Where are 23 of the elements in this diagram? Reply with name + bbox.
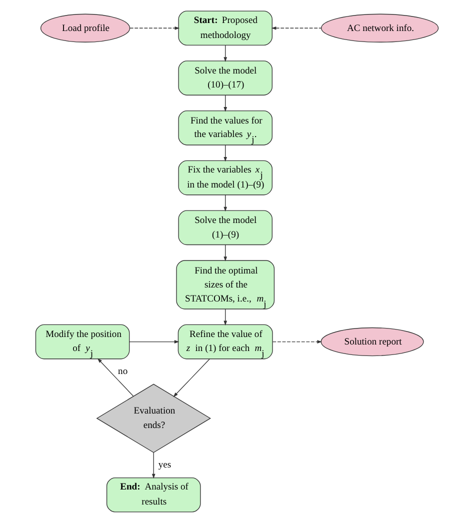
node-box: Solve the model (1)–(9): [178, 210, 273, 246]
node-box: Start: Proposed methodology: [178, 10, 273, 46]
arrow: [97, 358, 134, 396]
arrow: [224, 44, 228, 62]
arrow: [129, 340, 180, 344]
arrow: [224, 94, 228, 112]
node-ellipse: Load profile: [40, 14, 130, 42]
arrow: [130, 26, 180, 30]
node-ellipse: AC network info.: [320, 14, 439, 42]
arrow: [272, 340, 322, 344]
edge-label: no: [118, 366, 128, 378]
node-box: Solve the model (10)–(17): [178, 60, 273, 96]
arrow: [224, 244, 228, 262]
node-box: End: Analysis of results: [106, 477, 201, 512]
arrow: [173, 358, 210, 398]
node-ellipse: Solution report: [320, 327, 424, 356]
arrow: [224, 308, 228, 326]
arrow: [224, 144, 228, 162]
node-diamond: Evaluation ends?: [96, 384, 211, 453]
arrow: [271, 26, 322, 30]
arrow: [152, 452, 156, 479]
arrow: [224, 194, 228, 212]
edge-label: yes: [158, 460, 172, 471]
